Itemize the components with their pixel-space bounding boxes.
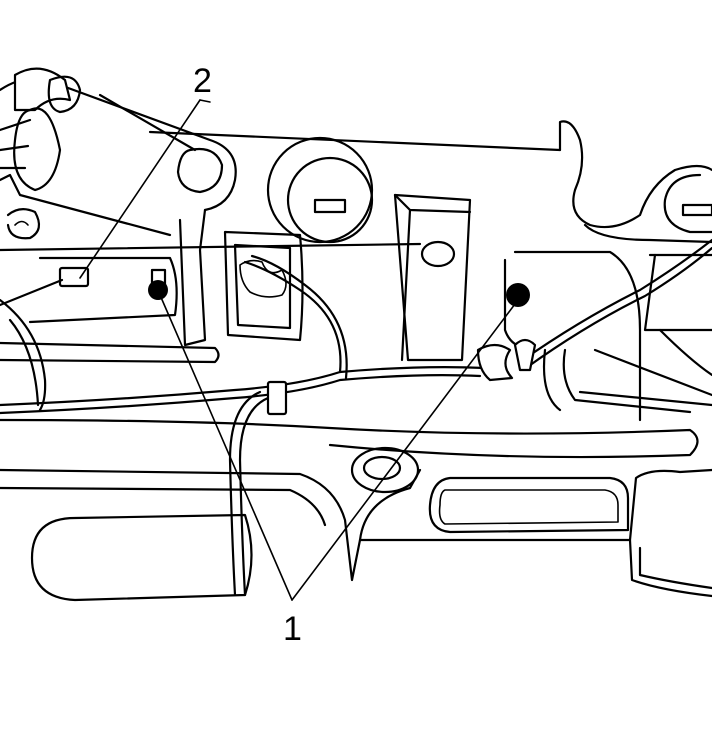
wiring-harness bbox=[0, 238, 712, 597]
lower-right-recess bbox=[428, 476, 630, 534]
leader-2b bbox=[199, 99, 211, 103]
body-panel bbox=[0, 120, 712, 598]
left-housing bbox=[0, 67, 237, 347]
upper-right-connector bbox=[663, 173, 712, 234]
centre-bracket bbox=[393, 193, 472, 362]
fastener-left-slot bbox=[150, 268, 167, 297]
leader-lines bbox=[79, 99, 519, 601]
right-housing bbox=[503, 250, 712, 422]
callouts: 2 1 bbox=[193, 62, 302, 648]
leader-1-left bbox=[159, 294, 293, 601]
leader-2 bbox=[79, 99, 201, 279]
grommet bbox=[350, 446, 420, 494]
fasteners bbox=[148, 268, 530, 307]
round-socket bbox=[266, 136, 374, 244]
callout-1: 1 bbox=[283, 610, 302, 648]
left-recess bbox=[28, 256, 178, 324]
fastener-right bbox=[506, 283, 530, 307]
callout-2: 2 bbox=[193, 62, 212, 100]
leader-1-right bbox=[291, 299, 519, 601]
square-socket bbox=[223, 230, 304, 342]
lower-oval-cutout bbox=[30, 513, 253, 602]
